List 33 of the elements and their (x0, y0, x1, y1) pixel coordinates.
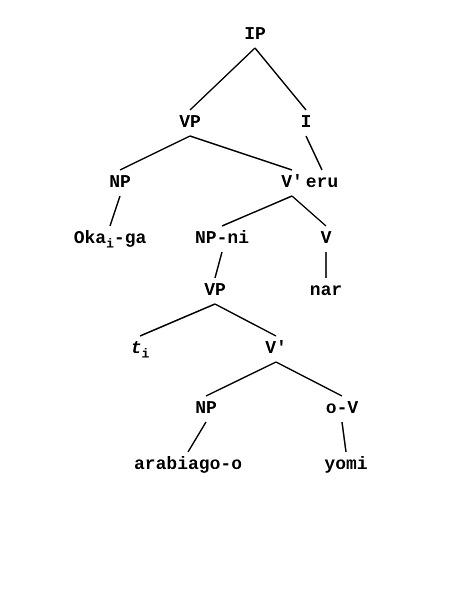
branch-line (189, 47, 256, 111)
tree-node-label: yomi (322, 452, 370, 478)
tree-node-label: IP (242, 22, 268, 48)
tree-node-label: V' (263, 336, 289, 362)
tree-node-label: I (298, 110, 314, 136)
tree-node-label: arabiago-o (132, 452, 244, 478)
branch-line (276, 361, 342, 397)
branch-line (222, 195, 292, 227)
tree-node-label: VP (202, 278, 228, 304)
branch-line (305, 136, 323, 170)
branch-line (325, 252, 327, 278)
tree-node-label: V' (279, 170, 305, 196)
branch-line (341, 422, 347, 452)
tree-node-label: t$_{i}$ (128, 336, 152, 362)
branch-line (140, 303, 216, 337)
branch-line (214, 303, 276, 337)
branch-line (292, 195, 326, 227)
branch-line (109, 196, 121, 226)
tree-node-label: o-V (324, 396, 360, 422)
tree-node-label: Oka$_{i}$-ga (72, 226, 148, 252)
branch-line (120, 135, 190, 171)
tree-node-label: NP (107, 170, 133, 196)
tree-node-label: eru (304, 170, 340, 196)
branch-line (254, 48, 307, 110)
branch-line (190, 135, 292, 171)
tree-node-label: NP-ni (193, 226, 251, 252)
branch-line (206, 361, 276, 397)
branch-line (187, 422, 207, 452)
tree-node-label: NP (193, 396, 219, 422)
tree-node-label: nar (308, 278, 344, 304)
tree-node-label: V (318, 226, 334, 252)
tree-node-label: VP (177, 110, 203, 136)
branch-line (214, 252, 223, 278)
